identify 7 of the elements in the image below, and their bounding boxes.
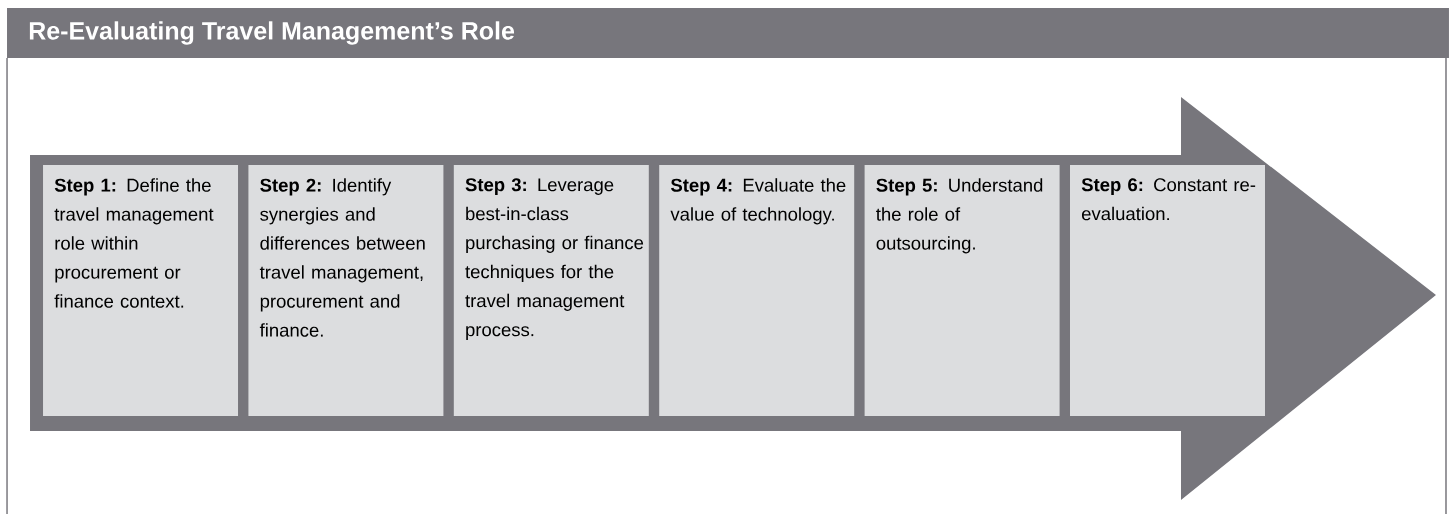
step-box: Step 6: Constant re-evaluation. bbox=[1070, 165, 1265, 416]
step-box: Step 5: Understand the role of outsourcing. bbox=[864, 165, 1060, 416]
step-box: Step 1: Define the travel management role within procurement or finance context. bbox=[43, 165, 238, 416]
step-box: Step 3: Leverage best-in-class purchasing or finance techniques for the travel management process. bbox=[453, 165, 649, 416]
step-box: Step 2: Identify synergies and differences between travel management, procurement and finance. bbox=[248, 165, 444, 416]
step-box: Step 4: Evaluate the value of technology. bbox=[659, 165, 855, 416]
title-bar: Re-Evaluating Travel Management’s Role bbox=[7, 8, 1449, 58]
